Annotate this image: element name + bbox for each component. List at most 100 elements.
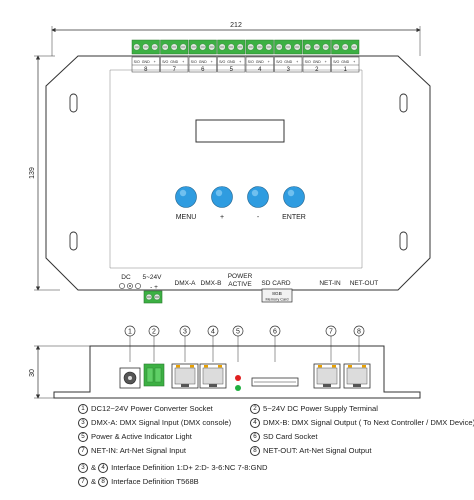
dmx-b-port bbox=[199, 363, 227, 389]
active-label: ACTIVE bbox=[228, 281, 252, 288]
marker-4: 4 bbox=[207, 325, 219, 362]
port-opening bbox=[202, 367, 224, 385]
port-led-left bbox=[348, 365, 352, 368]
terminal-pin-label: GND bbox=[199, 60, 207, 64]
button-label: + bbox=[220, 214, 224, 221]
height-label: 139 bbox=[29, 167, 36, 179]
channel-number: 5 bbox=[230, 67, 234, 73]
power-terminal-front bbox=[143, 363, 165, 387]
terminal-pin-label: GND bbox=[341, 60, 349, 64]
button-label: - bbox=[257, 214, 260, 221]
marker-number: 4 bbox=[211, 329, 215, 336]
channel-number: 7 bbox=[173, 67, 177, 73]
button-enter[interactable]: ENTER bbox=[282, 186, 306, 222]
mount-hole-top-right bbox=[399, 93, 408, 113]
terminal-pin-label: S/O bbox=[333, 60, 339, 64]
button-minus[interactable]: - bbox=[247, 186, 269, 222]
controller-side-view bbox=[53, 345, 421, 399]
button-highlight bbox=[179, 189, 187, 197]
marker-3: 3 bbox=[179, 325, 191, 362]
net-in-label: NET-IN bbox=[319, 280, 341, 287]
port-opening bbox=[346, 367, 368, 385]
mount-hole-bottom-left bbox=[69, 231, 78, 251]
net-out-label: NET-OUT bbox=[350, 280, 379, 287]
button-highlight bbox=[251, 189, 259, 197]
terminal-pin-label: GND bbox=[170, 60, 178, 64]
port-led-right bbox=[332, 365, 336, 368]
terminal-pin-label: + bbox=[154, 60, 156, 64]
terminal-pin-label: S/O bbox=[305, 60, 311, 64]
net-out-port bbox=[343, 363, 371, 389]
terminal-pin-label: GND bbox=[227, 60, 235, 64]
marker-6: 6 bbox=[269, 325, 281, 362]
dc-label: DC bbox=[121, 274, 131, 281]
terminal-pin-label: S/O bbox=[219, 60, 225, 64]
terminal-pin-label: + bbox=[239, 60, 241, 64]
marker-number: 8 bbox=[357, 329, 361, 336]
terminal-pin-label: S/O bbox=[276, 60, 282, 64]
marker-5: 5 bbox=[232, 325, 244, 362]
terminal-pin-label: + bbox=[353, 60, 355, 64]
voltage-label: 5~24V bbox=[143, 274, 163, 281]
sd-slot-capacity: 8GB bbox=[272, 291, 282, 297]
dc-socket bbox=[119, 367, 141, 389]
mount-hole-bottom-right bbox=[399, 231, 408, 251]
port-opening bbox=[316, 367, 338, 385]
port-latch bbox=[209, 384, 217, 387]
dmx-a-label: DMX-A bbox=[175, 280, 197, 287]
button-panel: MENU + - ENTER bbox=[175, 186, 306, 222]
marker-number: 1 bbox=[128, 329, 132, 336]
terminal-pin-label: GND bbox=[142, 60, 150, 64]
channel-number: 8 bbox=[144, 67, 148, 73]
marker-2: 2 bbox=[148, 325, 160, 362]
power-led bbox=[235, 375, 241, 381]
terminal-label-box bbox=[131, 56, 160, 73]
terminal-label-box bbox=[274, 56, 303, 73]
port-led-left bbox=[176, 365, 180, 368]
terminal-pin-label: + bbox=[182, 60, 184, 64]
channel-number: 6 bbox=[201, 67, 205, 73]
port-latch bbox=[181, 384, 189, 387]
net-in-port bbox=[313, 363, 341, 389]
side-height-dimension: 30 bbox=[29, 345, 90, 399]
marker-1: 1 bbox=[124, 325, 136, 362]
button-cap[interactable] bbox=[211, 186, 233, 208]
terminal-label-box bbox=[245, 56, 274, 73]
terminal-label-box bbox=[302, 56, 331, 73]
terminal-label-box bbox=[188, 56, 217, 73]
port-latch bbox=[353, 384, 361, 387]
dmx-a-port bbox=[171, 363, 199, 389]
channel-number: 3 bbox=[287, 67, 291, 73]
port-led-right bbox=[190, 365, 194, 368]
button-cap[interactable] bbox=[283, 186, 305, 208]
polarity-label: - + bbox=[150, 284, 158, 291]
terminal-pin-label: GND bbox=[313, 60, 321, 64]
dc-jack-symbol bbox=[119, 283, 141, 289]
button-cap[interactable] bbox=[175, 186, 197, 208]
button-cap[interactable] bbox=[247, 186, 269, 208]
button-plus[interactable]: + bbox=[211, 186, 233, 222]
terminal-pin-label: S/O bbox=[248, 60, 254, 64]
marker-number: 2 bbox=[152, 329, 156, 336]
width-dimension: 212 bbox=[51, 22, 421, 56]
terminal-label-box bbox=[160, 56, 189, 73]
side-height-label: 30 bbox=[29, 369, 36, 377]
port-led-right bbox=[362, 365, 366, 368]
button-label: ENTER bbox=[282, 214, 306, 221]
sd-slot-caption: Memory Card bbox=[266, 298, 289, 302]
button-menu[interactable]: MENU bbox=[175, 186, 197, 222]
marker-number: 7 bbox=[329, 329, 333, 336]
marker-number: 3 bbox=[183, 329, 187, 336]
